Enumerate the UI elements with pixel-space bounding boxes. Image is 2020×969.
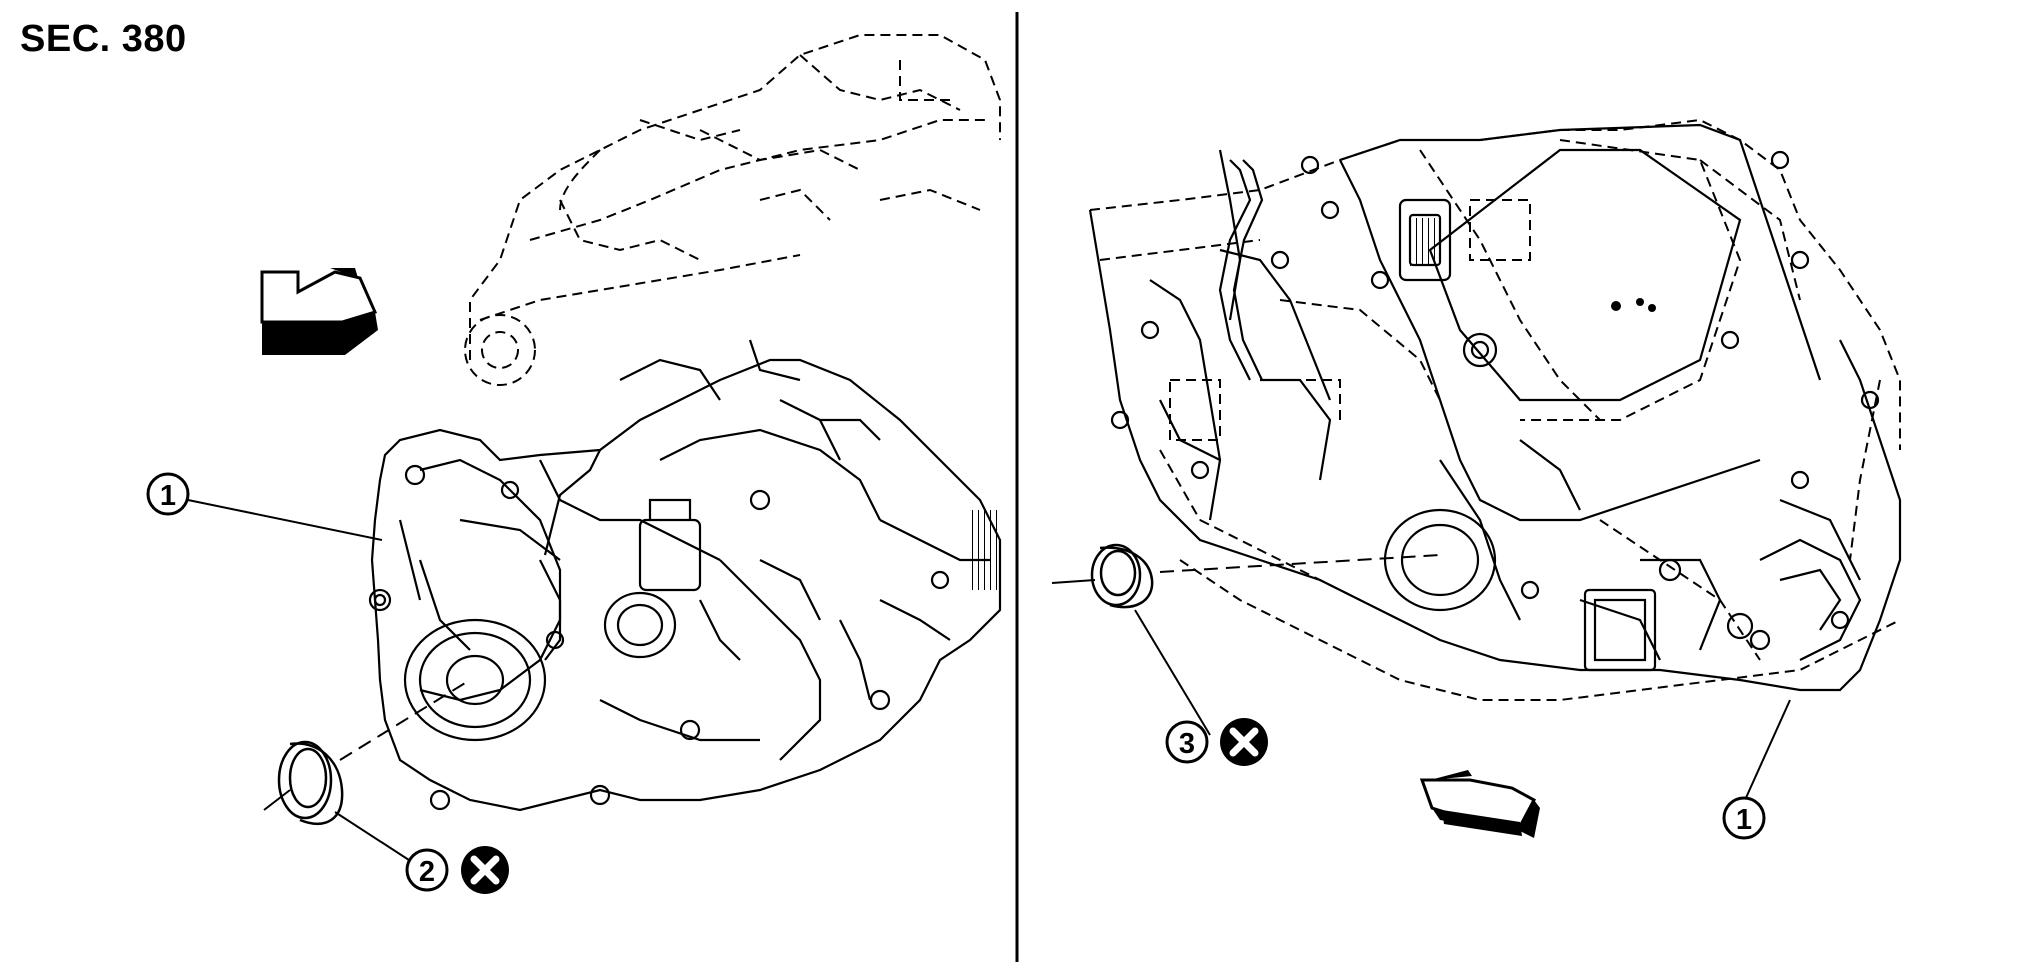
callout-right-3: 3 [1165,720,1209,764]
x-circle-icon [1220,718,1268,766]
callout-left-1: 1 [146,472,190,516]
right-oil-seal [1090,543,1154,609]
right-transmission-body [1088,123,1902,692]
right-callout-1-leader [1744,699,1791,801]
callout-right-1-number: 1 [1736,804,1752,836]
left-seal-axis-dashed [339,679,471,761]
section-label: SEC. 380 [20,18,187,60]
right-hatched-detail [1410,218,1438,266]
callout-left-2-number: 2 [419,856,435,888]
right-small-dots [1611,298,1656,312]
left-transmission-body [368,339,1002,812]
callout-right-3-number: 3 [1179,728,1195,760]
front-arrow-icon-left [260,268,378,355]
left-callout-2-leader [334,811,413,863]
left-engine-dashed-outline [464,34,1001,386]
left-hatched-detail [972,510,1002,590]
callout-left-2: 2 [405,848,449,892]
x-circle-icon [461,846,509,894]
left-oil-seal [277,740,344,825]
left-seal-leader [263,789,291,811]
front-arrow-icon-right [1419,770,1540,838]
right-seal-leader [1051,579,1096,584]
right-seal-axis-dashed [1159,554,1441,573]
right-callout-3-leader [1134,609,1211,736]
callout-right-1: 1 [1722,796,1766,840]
callout-left-1-number: 1 [160,480,176,512]
left-callout-1-leader [187,499,383,541]
